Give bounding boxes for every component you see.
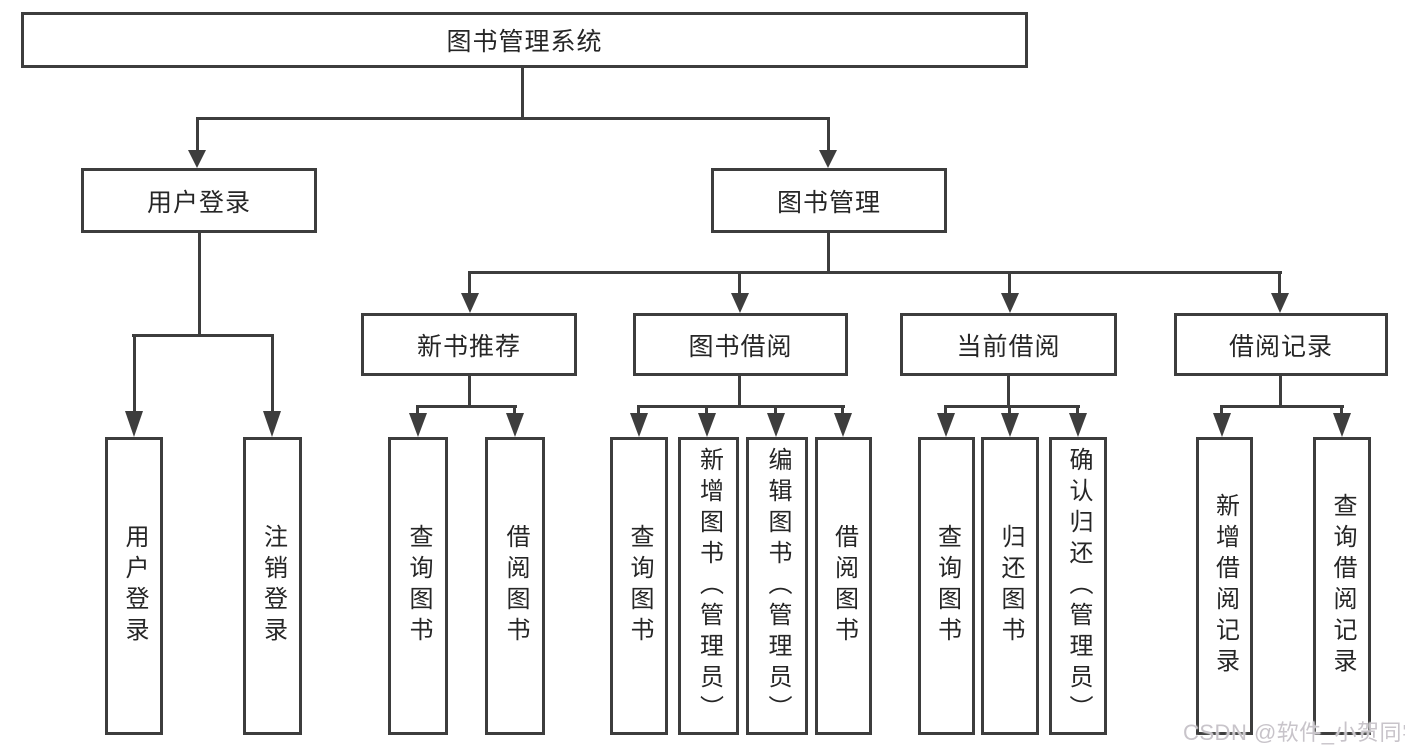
connector-drop-leaf-logout	[271, 337, 274, 412]
connector-root-stem	[521, 68, 524, 117]
arrowhead-down-icon	[506, 413, 524, 437]
node-book-borrowing: 图书借阅	[633, 313, 848, 376]
connector-drop-borrowing-records	[1278, 274, 1281, 294]
node-label: 用户登录	[121, 524, 148, 648]
connector-drop	[944, 408, 947, 414]
connector-drop-new-book	[468, 274, 471, 294]
connector-book-borrowing-stem	[738, 376, 741, 405]
arrowhead-down-icon	[1001, 293, 1019, 313]
connector-drop	[1076, 408, 1079, 414]
connector-drop-current-borrowing	[1008, 274, 1011, 294]
connector-drop	[637, 408, 640, 414]
connector-new-book-rail	[416, 405, 517, 408]
node-label: 图书管理系统	[446, 28, 603, 56]
node-label: 新增借阅记录	[1211, 493, 1239, 679]
connector-borrowing-records-rail	[1220, 405, 1344, 408]
connector-current-borrowing-rail	[944, 405, 1080, 408]
node-label: 查询图书	[405, 524, 432, 648]
connector-book-borrowing-rail	[637, 405, 845, 408]
arrowhead-down-icon	[819, 150, 837, 168]
node-book-management: 图书管理	[711, 168, 947, 233]
node-user-login: 用户登录	[81, 168, 317, 233]
node-label: 图书借阅	[688, 332, 793, 361]
arrowhead-down-icon	[1333, 413, 1351, 437]
node-library-management-system: 图书管理系统	[21, 12, 1028, 68]
leaf-edit-books-admin: 编辑图书（管理员）	[746, 437, 808, 735]
arrowhead-down-icon	[731, 293, 749, 313]
arrowhead-down-icon	[1271, 293, 1289, 313]
connector-drop	[1220, 408, 1223, 414]
connector-drop	[1008, 408, 1011, 414]
connector-drop-user-login	[196, 120, 199, 151]
node-label: 用户登录	[146, 188, 251, 217]
node-borrowing-records: 借阅记录	[1174, 313, 1388, 376]
leaf-query-books-3: 查询图书	[918, 437, 975, 735]
connector-drop	[416, 408, 419, 414]
connector-root-rail	[196, 117, 830, 120]
connector-user-login-rail	[132, 334, 274, 337]
connector-drop-book-management	[827, 120, 830, 151]
node-label: 新增图书（管理员）	[695, 446, 723, 726]
arrowhead-down-icon	[409, 413, 427, 437]
arrowhead-down-icon	[1001, 413, 1019, 437]
node-current-borrowing: 当前借阅	[900, 313, 1117, 376]
connector-user-login-stem	[198, 233, 201, 334]
leaf-query-books-1: 查询图书	[388, 437, 448, 735]
leaf-return-books: 归还图书	[981, 437, 1039, 735]
connector-new-book-stem	[468, 376, 471, 405]
arrowhead-down-icon	[125, 411, 143, 437]
connector-drop	[1340, 408, 1343, 414]
leaf-query-borrow-record: 查询借阅记录	[1313, 437, 1371, 735]
node-label: 借阅图书	[830, 524, 858, 648]
arrowhead-down-icon	[461, 293, 479, 313]
connector-drop-leaf-user-login	[133, 337, 136, 412]
node-label: 注销登录	[259, 524, 287, 648]
arrowhead-down-icon	[767, 413, 785, 437]
leaf-borrow-books-1: 借阅图书	[485, 437, 545, 735]
leaf-add-borrow-record: 新增借阅记录	[1196, 437, 1253, 735]
connector-book-management-stem	[827, 233, 830, 271]
node-label: 借阅记录	[1228, 332, 1333, 361]
node-label: 编辑图书（管理员）	[764, 446, 791, 726]
connector-drop	[513, 408, 516, 414]
node-label: 当前借阅	[956, 332, 1061, 361]
connector-drop-book-borrowing	[738, 274, 741, 294]
node-label: 查询图书	[626, 524, 653, 648]
connector-book-management-rail	[468, 271, 1282, 274]
leaf-borrow-books-2: 借阅图书	[815, 437, 872, 735]
connector-drop	[774, 408, 777, 414]
node-label: 借阅图书	[502, 524, 529, 648]
leaf-query-books-2: 查询图书	[610, 437, 668, 735]
node-new-book-recommendation: 新书推荐	[361, 313, 577, 376]
leaf-add-books-admin: 新增图书（管理员）	[678, 437, 739, 735]
connector-current-borrowing-stem	[1007, 376, 1010, 405]
node-label: 查询图书	[933, 524, 961, 648]
arrowhead-down-icon	[1069, 413, 1087, 437]
arrowhead-down-icon	[698, 413, 716, 437]
arrowhead-down-icon	[630, 413, 648, 437]
arrowhead-down-icon	[263, 411, 281, 437]
node-label: 图书管理	[776, 188, 881, 217]
arrowhead-down-icon	[1213, 413, 1231, 437]
leaf-user-login: 用户登录	[105, 437, 163, 735]
leaf-logout-login: 注销登录	[243, 437, 302, 735]
leaf-confirm-return-admin: 确认归还（管理员）	[1049, 437, 1107, 735]
watermark-csdn: CSDN @软件_小贺同学	[1183, 720, 1405, 745]
connector-drop	[705, 408, 708, 414]
node-label: 归还图书	[997, 524, 1024, 648]
arrowhead-down-icon	[834, 413, 852, 437]
arrowhead-down-icon	[937, 413, 955, 437]
node-label: 确认归还（管理员）	[1065, 446, 1092, 726]
node-label: 查询借阅记录	[1329, 493, 1356, 679]
node-label: 新书推荐	[416, 332, 521, 361]
connector-borrowing-records-stem	[1279, 376, 1282, 405]
arrowhead-down-icon	[188, 150, 206, 168]
connector-drop	[841, 408, 844, 414]
